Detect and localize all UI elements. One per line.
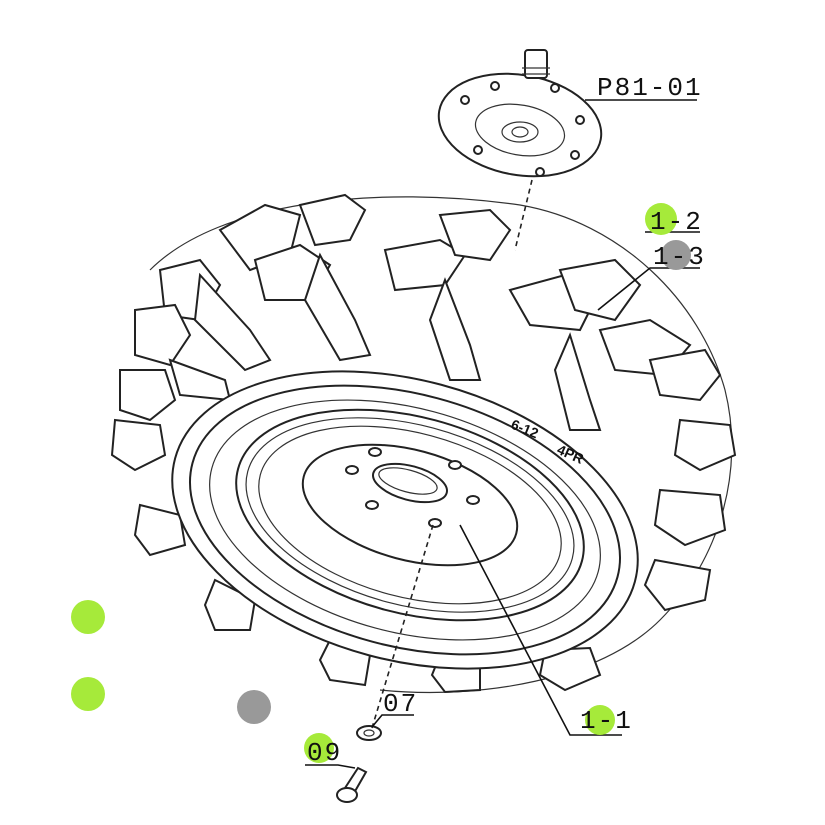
washer [356, 725, 382, 741]
leader-washer [371, 714, 414, 728]
callout-bolt: 09 [307, 738, 342, 768]
callout-lug-b: 1-3 [653, 242, 706, 272]
highlight-wheel [585, 705, 615, 735]
callout-hub: P81-01 [597, 73, 703, 103]
leader-bolt [305, 764, 356, 769]
callout-lug-a: 1-2 [650, 207, 703, 237]
axis-line-hub [514, 179, 533, 251]
bolt [336, 766, 368, 803]
highlight-markers [71, 203, 691, 763]
highlight-lug-a [645, 203, 677, 235]
callout-wheel: 1-1 [580, 706, 633, 736]
hub-flange [437, 49, 603, 178]
highlight-dot-green [71, 600, 105, 634]
callout-washer: 07 [383, 689, 418, 719]
tire-tread [110, 193, 737, 694]
highlight-dot-green [71, 677, 105, 711]
highlight-lug-b [661, 240, 691, 270]
highlight-dot-gray [237, 690, 271, 724]
leader-wheel [459, 524, 622, 736]
highlight-bolt [304, 733, 334, 763]
